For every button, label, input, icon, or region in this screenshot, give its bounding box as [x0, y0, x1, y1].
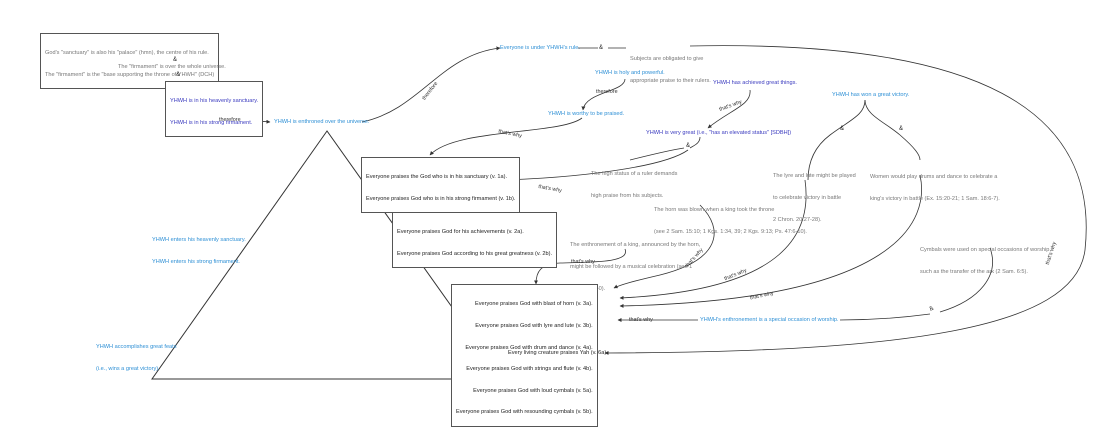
connector-status-and: [629, 147, 685, 161]
under-rule-node: Everyone is under YHWH's rule.: [500, 45, 580, 51]
obligated-line-2: appropriate praise to their rulers.: [630, 78, 711, 85]
connector-great-and: [689, 136, 701, 149]
very-great-node: YHWH is very great (i.e., "has an elevat…: [646, 130, 792, 136]
connector-lyre-instruments: [619, 179, 807, 300]
cymbals-line-1: Cymbals were used on special occasions o…: [920, 247, 1051, 254]
lyre-line-1: The lyre and lute might be played: [773, 173, 856, 180]
obligated-node: Subjects are obligated to give appropria…: [630, 42, 711, 92]
accomplishes-line-2: (i.e., wins a great victory).: [96, 366, 160, 373]
and-connector-1: &: [173, 57, 178, 63]
horn-line-1: The horn was blown when a king took the …: [654, 207, 775, 214]
instruments-line-2: Everyone praises God with lyre and lute …: [475, 323, 593, 330]
obligated-line-1: Subjects are obligated to give: [630, 56, 704, 63]
lyre-line-2: to celebrate victory in battle: [773, 195, 842, 202]
cymbals-node: Cymbals were used on special occasions o…: [920, 233, 1051, 283]
horn-line-2: (see 2 Sam. 15:10; 1 Kgs. 1:34, 39; 2 Kg…: [654, 229, 807, 236]
connector-cymbals-and: [939, 247, 993, 313]
premise-line-2: The "firmament" is the "base supporting …: [45, 72, 215, 79]
and-connector-2: &: [176, 72, 181, 78]
premise-box: God's "sanctuary" is also his "palace" (…: [40, 33, 220, 90]
praise-sanctuary-line-1: Everyone praises the God who is in his s…: [366, 174, 508, 181]
women-line-2: king's victory in battle (Ex. 15:20-21; …: [870, 196, 1000, 203]
every-creature-node: Every living creature praises Yah (v. 6a…: [508, 350, 608, 356]
connector-horn-instruments: [613, 204, 715, 289]
connector-obligated-creature: [604, 45, 1087, 355]
lyre-lute-node: The lyre and lute might be played to cel…: [773, 159, 856, 231]
instruments-line-5: Everyone praises God with loud cymbals (…: [473, 387, 593, 394]
connector-king-instruments: [534, 248, 626, 285]
thats-why-label-special: that's why: [629, 317, 653, 323]
praise-sanctuary-line-2: Everyone praises God who is in his stron…: [366, 196, 516, 203]
high-status-line-1: The high status of a ruler demands: [591, 171, 678, 178]
enters-line-1: YHWH enters his heavenly sanctuary.: [152, 237, 246, 244]
instruments-box: Everyone praises God with blast of horn …: [451, 284, 598, 427]
and-connector-4: &: [686, 143, 691, 149]
lyre-line-3: 2 Chron. 20:27-28).: [773, 216, 822, 223]
firmament-over-universe: The "firmament" is over the whole univer…: [118, 64, 226, 70]
therefore-label-3: therefore: [596, 89, 618, 95]
connector-women-instruments: [619, 174, 922, 308]
connector-holy-worthy: [581, 78, 626, 111]
argument-map-connectors: [149, 45, 1087, 380]
achieved-node: YHWH has achieved great things.: [713, 80, 797, 86]
and-connector-5: &: [840, 126, 845, 132]
connector-and-special: [839, 313, 931, 321]
praise-achievements-box: Everyone praises God for his achievement…: [392, 212, 558, 269]
therefore-label-1: therefore: [219, 117, 241, 123]
instruments-line-6: Everyone praises God with resounding cym…: [456, 409, 593, 416]
connector-victory-left: [807, 99, 866, 181]
connector-victory-right: [864, 99, 921, 161]
won-victory-node: YHWH has won a great victory.: [832, 92, 910, 98]
instruments-line-4: Everyone praises God with strings and fl…: [466, 366, 593, 373]
cymbals-line-2: such as the transfer of the ark (2 Sam. …: [920, 269, 1028, 276]
heavenly-sanctuary-box: YHWH is in his heavenly sanctuary. YHWH …: [165, 81, 264, 138]
heavenly-line-1: YHWH is in his heavenly sanctuary.: [170, 98, 259, 105]
instruments-line-1: Everyone praises God with blast of horn …: [474, 301, 593, 308]
special-occasion-node: YHWH's enthronement is a special occasio…: [700, 317, 839, 323]
and-connector-3: &: [599, 45, 604, 51]
praise-achievements-line-2: Everyone praises God according to his gr…: [397, 251, 553, 258]
women-drums-node: Women would play drums and dance to cele…: [870, 160, 1000, 210]
premise-line-1: God's "sanctuary" is also his "palace" (…: [45, 50, 209, 57]
praise-achievements-line-1: Everyone praises God for his achievement…: [397, 229, 524, 236]
heavenly-line-2: YHWH is in his strong firmament.: [170, 120, 253, 127]
worthy-node: YHWH is worthy to be praised.: [548, 111, 625, 117]
enters-node: YHWH enters his heavenly sanctuary. YHWH…: [152, 223, 246, 273]
accomplishes-node: YHWH accomplishes great feats (i.e., win…: [96, 330, 177, 380]
praise-sanctuary-box: Everyone praises the God who is in his s…: [361, 157, 521, 214]
thats-why-label-king: that's why: [571, 259, 595, 265]
horn-blown-node: The horn was blown when a king took the …: [654, 193, 807, 243]
high-status-line-2: high praise from his subjects.: [591, 193, 664, 200]
holy-powerful-node: YHWH is holy and powerful.: [595, 70, 665, 76]
king-line-1: The enthronement of a king, announced by…: [570, 242, 701, 249]
enthroned-node: YHWH is enthroned over the universe.: [274, 119, 370, 125]
enters-line-2: YHWH enters his strong firmament.: [152, 259, 240, 266]
and-connector-6: &: [899, 126, 904, 132]
connector-achieved-great: [707, 89, 751, 129]
accomplishes-line-1: YHWH accomplishes great feats: [96, 344, 177, 351]
connector-worthy-sanctuary: [429, 117, 583, 156]
connector-enthroned-rule: [361, 46, 501, 123]
king-line-2: might be followed by a musical celebrati…: [570, 264, 693, 271]
high-status-node: The high status of a ruler demands high …: [591, 157, 677, 207]
women-line-1: Women would play drums and dance to cele…: [870, 174, 998, 181]
instruments-line-3: Everyone praises God with drum and dance…: [465, 344, 593, 351]
